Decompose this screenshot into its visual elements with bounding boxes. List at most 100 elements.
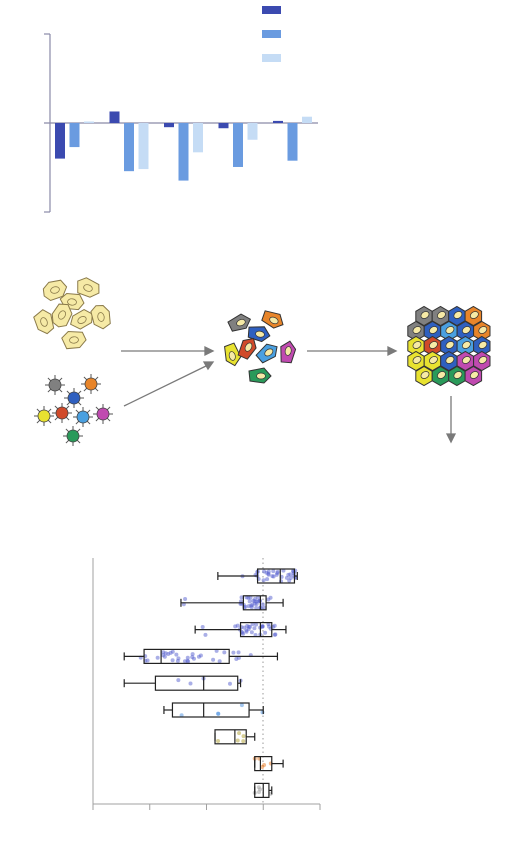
- data-point: [185, 655, 190, 660]
- data-point: [241, 734, 246, 739]
- data-point: [275, 571, 280, 576]
- data-point: [256, 599, 261, 604]
- schematic-diagram: [33, 277, 491, 446]
- data-point: [252, 626, 257, 631]
- cluster-cell: [227, 313, 251, 332]
- cluster-cell: [280, 340, 297, 364]
- data-point: [253, 632, 258, 637]
- data-point: [170, 658, 175, 663]
- data-point: [256, 790, 261, 795]
- tissue-cell: [423, 320, 442, 342]
- box-row-2: [180, 595, 284, 611]
- cell: [90, 304, 111, 330]
- data-point: [252, 601, 257, 606]
- data-point: [237, 731, 242, 736]
- box: [214, 729, 247, 745]
- tissue-cell: [473, 350, 491, 372]
- data-point: [260, 765, 265, 770]
- box: [254, 782, 270, 799]
- data-point: [188, 681, 193, 686]
- bar-4-series-1: [218, 123, 229, 129]
- arrowhead: [387, 345, 398, 357]
- box: [239, 621, 273, 638]
- tissue-cell: [431, 365, 450, 387]
- data-point: [254, 622, 259, 627]
- data-point: [235, 738, 240, 743]
- data-point: [227, 681, 232, 686]
- box: [154, 675, 239, 691]
- data-point: [288, 572, 293, 577]
- data-point: [267, 624, 272, 629]
- arrow-spiky-to-cluster: [123, 365, 207, 407]
- tissue-cell: [456, 350, 475, 372]
- tissue-cell: [440, 350, 458, 372]
- data-point: [281, 568, 286, 573]
- tissue-cell: [473, 320, 491, 342]
- data-point: [241, 739, 246, 744]
- cell: [42, 279, 68, 302]
- box: [256, 568, 296, 584]
- data-point: [242, 625, 247, 630]
- data-point: [168, 650, 173, 655]
- box: [143, 648, 230, 665]
- scattered-cells: [33, 277, 111, 350]
- data-point: [233, 624, 238, 629]
- spiky-cell: [64, 388, 84, 408]
- box: [171, 702, 250, 718]
- spiky-cell: [34, 406, 54, 426]
- data-point: [247, 599, 252, 604]
- legend-swatch-series-3: [262, 54, 281, 62]
- data-point: [254, 605, 259, 610]
- box: [242, 595, 267, 611]
- data-point: [249, 630, 254, 635]
- tissue-cell: [448, 365, 466, 387]
- bar-2-series-1: [109, 111, 120, 123]
- bar-2-series-3: [138, 123, 149, 170]
- data-point: [179, 713, 184, 718]
- arrowhead: [202, 361, 215, 371]
- data-point: [203, 632, 208, 637]
- data-point: [211, 657, 216, 662]
- cluster-cell: [237, 337, 257, 360]
- legend: [262, 6, 281, 62]
- data-point: [265, 577, 270, 582]
- cluster-cell: [261, 310, 284, 329]
- box-row-1: [217, 568, 298, 584]
- data-point: [261, 578, 266, 583]
- bar-1-series-2: [69, 123, 80, 148]
- arrows: [121, 345, 457, 444]
- spiky-cell: [81, 374, 101, 394]
- data-point: [196, 654, 201, 659]
- box-row-3: [194, 621, 287, 638]
- data-point: [175, 658, 180, 663]
- data-point: [263, 630, 268, 635]
- data-point: [266, 572, 271, 577]
- data-point: [217, 659, 222, 664]
- bar-3-series-2: [178, 123, 189, 181]
- data-point: [216, 711, 221, 716]
- data-point: [266, 569, 271, 574]
- box-plot: [92, 558, 321, 810]
- data-point: [239, 595, 244, 600]
- cell: [77, 277, 100, 298]
- bar-1-series-1: [55, 123, 65, 159]
- data-point: [288, 576, 293, 581]
- cell: [33, 309, 55, 335]
- bar-5-series-2: [287, 123, 298, 161]
- data-point: [260, 710, 265, 715]
- bar-3-series-3: [193, 123, 203, 153]
- data-point: [200, 625, 205, 630]
- data-point: [272, 623, 277, 628]
- bar-4-series-3: [247, 123, 258, 140]
- spiky-cell: [93, 404, 113, 424]
- x-axis-ticks: [92, 804, 321, 810]
- bar-3-series-1: [164, 123, 174, 128]
- data-point: [247, 624, 252, 629]
- legend-swatch-series-2: [262, 30, 281, 38]
- box-row-8: [252, 755, 284, 772]
- data-point: [183, 596, 188, 601]
- bar-5-series-1: [273, 120, 283, 123]
- data-point: [284, 575, 289, 580]
- data-point: [231, 650, 236, 655]
